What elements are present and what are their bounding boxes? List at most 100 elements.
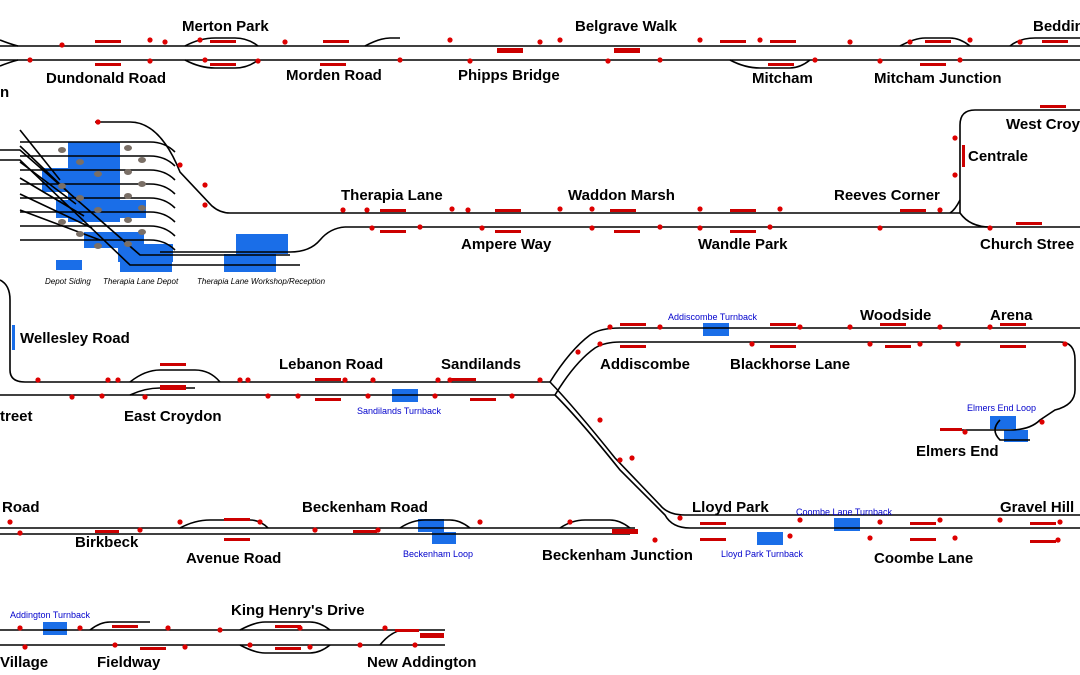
track [554,394,1080,529]
platform [1042,40,1068,43]
station-label: Mitcham Junction [874,70,1002,87]
signal [417,224,423,230]
track [19,193,93,229]
signal [312,527,318,533]
signal [952,535,958,541]
signal [182,644,188,650]
siding-block [118,244,173,262]
track [0,159,300,266]
station-label: Phipps Bridge [458,67,560,84]
depot-tram [124,193,132,199]
depot-tram [138,229,146,235]
signal [105,377,111,383]
siding-block [12,325,15,350]
platform [315,378,341,381]
platform [315,398,341,401]
track [20,141,176,153]
depot-tram [124,145,132,151]
signal [147,58,153,64]
platform [620,345,646,348]
platform [940,428,962,431]
signal [282,39,288,45]
signal [435,377,441,383]
track [129,387,195,396]
signal [202,182,208,188]
signal [867,341,873,347]
signal [365,393,371,399]
signal [767,224,773,230]
track [20,169,176,181]
signal [397,57,403,63]
signal [597,417,603,423]
depot-tram [76,231,84,237]
signal [877,58,883,64]
signal [607,324,613,330]
platform [920,63,946,66]
signal [797,517,803,523]
track [89,621,150,631]
platform [323,40,349,43]
signal [987,225,993,231]
platform [910,538,936,541]
station-label: Road [2,499,40,516]
platform [353,530,377,533]
signal [952,172,958,178]
platform [450,378,476,381]
station-label: Coombe Lane [874,550,973,567]
signal-layer [7,37,1068,650]
signal [657,224,663,230]
track [549,327,1080,383]
track-layer [0,37,1080,654]
depot-tram [138,205,146,211]
platform [160,363,186,366]
depot-tram [94,207,102,213]
track [0,279,60,383]
platform [140,647,166,650]
platform [320,63,346,66]
platform [730,230,756,233]
track [0,59,19,67]
station-label: Morden Road [286,67,382,84]
station-label: Beckenham Road [302,499,428,516]
track [0,149,290,256]
depot-tram [58,183,66,189]
track [19,177,85,217]
signal [677,515,683,521]
signal [17,625,23,631]
track [364,37,400,47]
signal [115,377,121,383]
signal [509,393,515,399]
track [994,419,1030,441]
depot-tram [124,241,132,247]
platform [95,530,119,533]
depot-tram [138,157,146,163]
platform [224,538,250,541]
depot-label: Therapia Lane Workshop/Reception [197,277,326,286]
track [20,211,176,223]
signal [597,341,603,347]
signal [255,58,261,64]
platform [224,518,250,521]
depot-label: Therapia Lane Depot [103,277,179,286]
track [729,59,811,69]
track [399,519,471,529]
depot-tram [94,243,102,249]
signal [297,625,303,631]
signal [59,42,65,48]
station-label: Avenue Road [186,550,281,567]
signal [382,625,388,631]
station-label: Dundonald Road [46,70,166,87]
signal [375,527,381,533]
track [20,225,176,237]
station-label: Therapia Lane [341,187,443,204]
signal [257,519,263,525]
signal [1039,419,1045,425]
signal [165,625,171,631]
signal [237,377,243,383]
platform [160,385,186,390]
signal [987,324,993,330]
track [20,197,176,209]
signal [937,517,943,523]
